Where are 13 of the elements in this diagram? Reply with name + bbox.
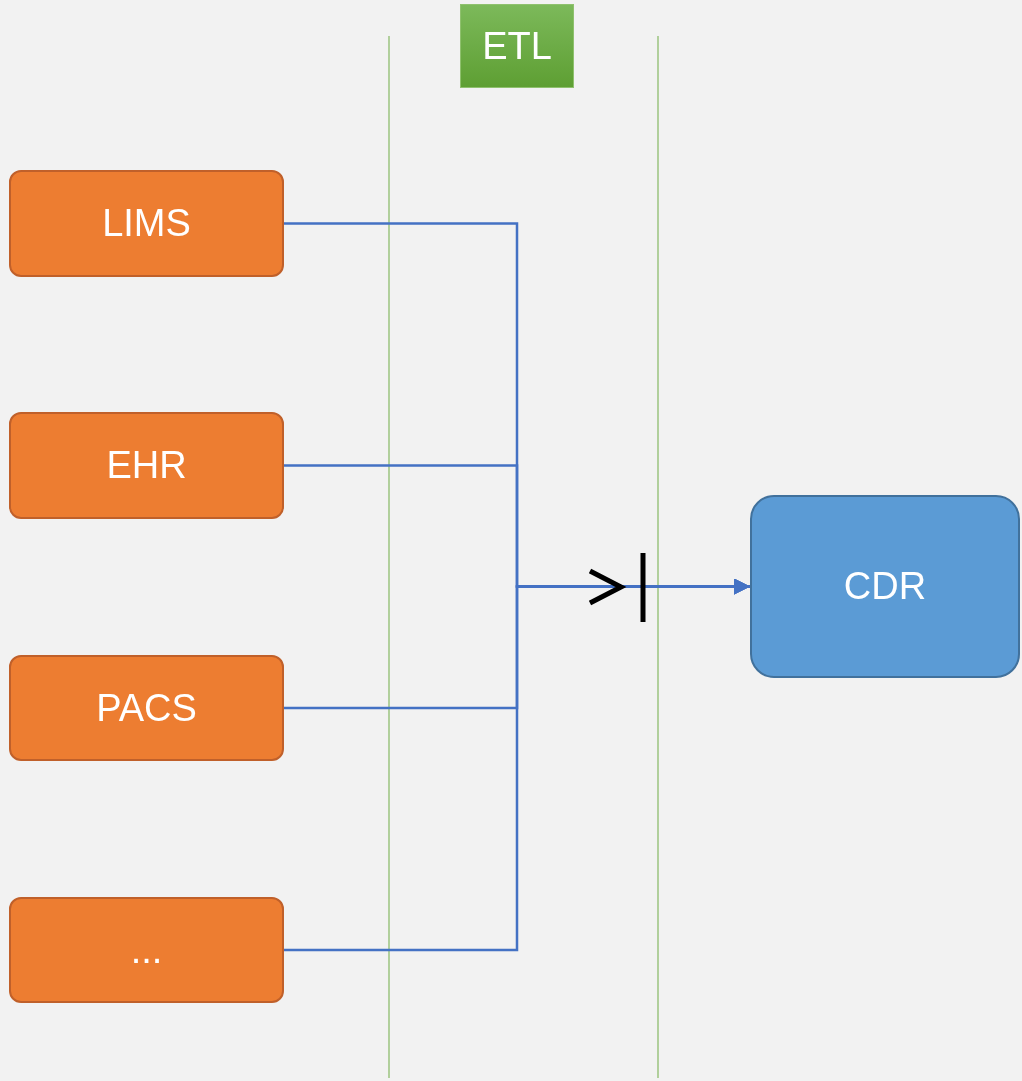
node-label: ETL [482,24,552,68]
etl-box [460,4,574,88]
connector-arrow [284,578,750,952]
node-label: PACS [96,686,197,730]
node-label: LIMS [102,202,191,245]
node-label: CDR [843,565,927,608]
node-label: ... [130,928,163,972]
repository-box [750,495,1020,678]
source-system-box [9,170,284,277]
source-system-box [9,412,284,519]
source-system-box [9,655,284,761]
source-system-box [9,897,284,1003]
node-label: EHR [106,444,187,487]
